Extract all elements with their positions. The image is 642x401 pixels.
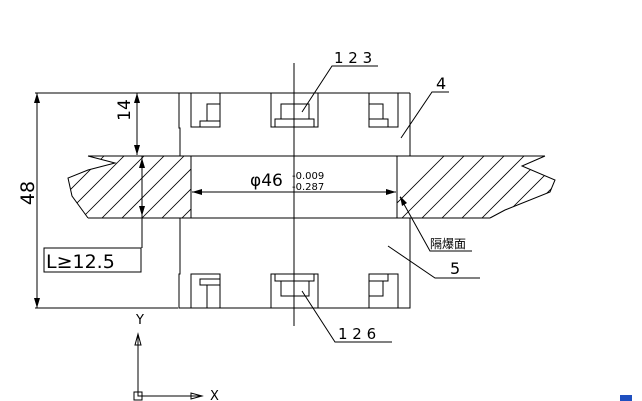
label-123: 1 2 3: [334, 49, 372, 67]
housing-part-4: [35, 92, 411, 156]
label-126: 1 2 6: [338, 325, 376, 343]
dim-14-text: 14: [115, 99, 135, 121]
tol-lower: -0.287: [292, 182, 324, 193]
dim-length-text: L≥12.5: [46, 251, 115, 273]
label-flameproof-surface: 隔爆面: [430, 237, 466, 251]
label-4: 4: [436, 74, 446, 93]
dimension-48[interactable]: 48: [17, 93, 40, 308]
leader-4[interactable]: 4: [400, 74, 449, 139]
ucs-y-label: Y: [135, 313, 144, 328]
leader-126[interactable]: 1 2 6: [301, 290, 392, 343]
hatch-right: [397, 156, 555, 218]
leader-flameproof[interactable]: 隔爆面: [399, 196, 472, 252]
selection-grip[interactable]: [620, 395, 632, 401]
leader-123[interactable]: 1 2 3: [301, 49, 378, 113]
dimension-14[interactable]: 14: [115, 93, 140, 155]
hatch-left: [68, 156, 191, 218]
dim-diameter-text: φ46: [250, 171, 283, 191]
dimension-diameter[interactable]: φ46 -0.009 -0.287: [192, 171, 396, 195]
ucs-icon: Y X: [133, 313, 219, 401]
ucs-x-label: X: [210, 389, 219, 401]
dimension-length[interactable]: L≥12.5: [43, 156, 145, 273]
leader-5[interactable]: 5: [387, 245, 480, 279]
dim-48-text: 48: [17, 181, 39, 205]
tol-upper: -0.009: [292, 171, 324, 182]
label-5: 5: [450, 259, 460, 278]
